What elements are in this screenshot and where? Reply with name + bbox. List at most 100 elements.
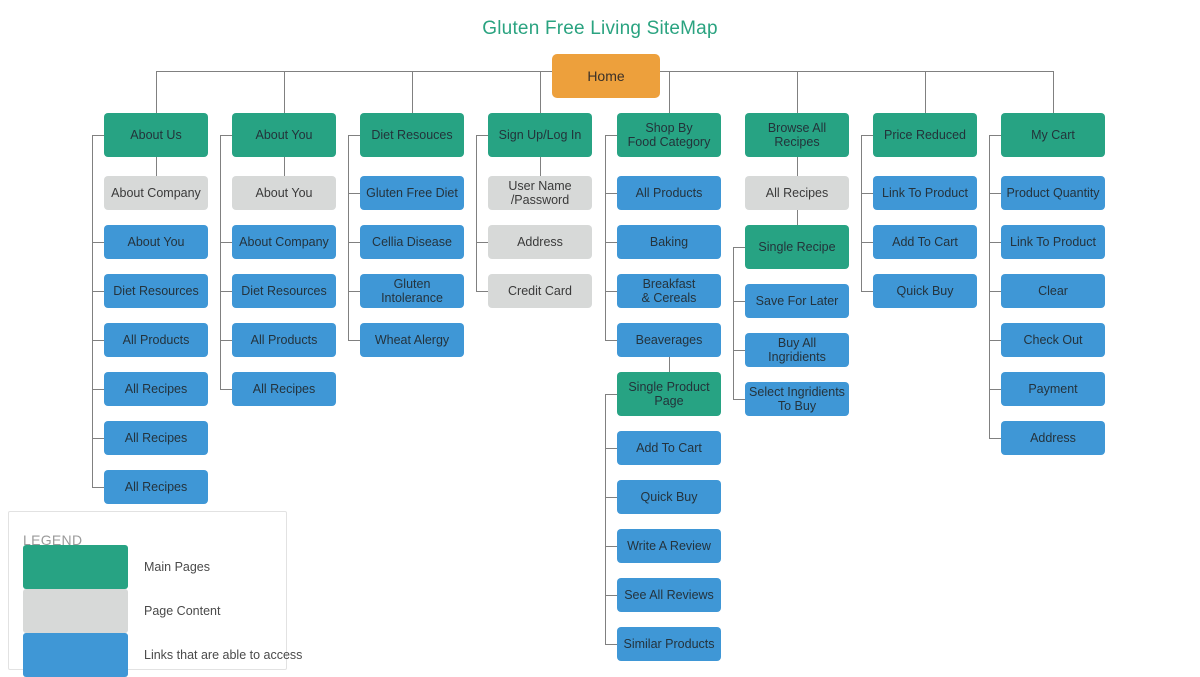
- node-7-1[interactable]: Link To Product: [1001, 225, 1105, 259]
- rail-top-7: [989, 135, 1001, 136]
- node-header-0[interactable]: About Us: [104, 113, 208, 157]
- node-7-5[interactable]: Address: [1001, 421, 1105, 455]
- rail-2: [348, 135, 349, 340]
- node-4-sub-0[interactable]: Add To Cart: [617, 431, 721, 465]
- node-0-4[interactable]: All Recipes: [104, 372, 208, 406]
- node-6-2[interactable]: Quick Buy: [873, 274, 977, 308]
- node-0-0[interactable]: About Company: [104, 176, 208, 210]
- node-2-2[interactable]: Gluten Intolerance: [360, 274, 464, 308]
- node-0-1[interactable]: About You: [104, 225, 208, 259]
- rail-tick-7-2: [989, 291, 1001, 292]
- rail-tick-6-1: [861, 242, 873, 243]
- node-5-sub-1[interactable]: Buy All Ingridients: [745, 333, 849, 367]
- rail-3: [476, 135, 477, 291]
- node-4-sub-3[interactable]: See All Reviews: [617, 578, 721, 612]
- rail-tick-6-0: [861, 193, 873, 194]
- rail-tick-1-1: [220, 242, 232, 243]
- node-4-sub-2[interactable]: Write A Review: [617, 529, 721, 563]
- sub-rail-tick-4-3: [605, 595, 617, 596]
- sub-rail-tick-5-1: [733, 350, 745, 351]
- rail-top-4: [605, 135, 617, 136]
- rail-tick-7-5: [989, 438, 1001, 439]
- rail-7: [989, 135, 990, 438]
- root-stem-6: [925, 71, 926, 113]
- rail-tick-0-3: [92, 340, 104, 341]
- rail-6: [861, 135, 862, 291]
- sub-rail-tick-4-0: [605, 448, 617, 449]
- node-7-2[interactable]: Clear: [1001, 274, 1105, 308]
- node-5-sub-2[interactable]: Select Ingridients To Buy: [745, 382, 849, 416]
- node-4-sub-header[interactable]: Single Product Page: [617, 372, 721, 416]
- rail-1: [220, 135, 221, 389]
- node-3-2[interactable]: Credit Card: [488, 274, 592, 308]
- node-4-3[interactable]: Beaverages: [617, 323, 721, 357]
- node-5-sub-header[interactable]: Single Recipe: [745, 225, 849, 269]
- legend-label: Links that are able to access: [144, 648, 303, 662]
- legend-row: Links that are able to access: [23, 633, 302, 677]
- node-4-2[interactable]: Breakfast & Cereals: [617, 274, 721, 308]
- node-2-3[interactable]: Wheat Alergy: [360, 323, 464, 357]
- node-6-1[interactable]: Add To Cart: [873, 225, 977, 259]
- node-2-0[interactable]: Gluten Free Diet: [360, 176, 464, 210]
- rail-4: [605, 135, 606, 340]
- sub-rail-5: [733, 247, 734, 399]
- node-7-0[interactable]: Product Quantity: [1001, 176, 1105, 210]
- root-stem-0: [156, 71, 157, 113]
- node-header-3[interactable]: Sign Up/Log In: [488, 113, 592, 157]
- node-1-0[interactable]: About You: [232, 176, 336, 210]
- node-3-0[interactable]: User Name /Password: [488, 176, 592, 210]
- node-0-6[interactable]: All Recipes: [104, 470, 208, 504]
- rail-top-1: [220, 135, 232, 136]
- rail-top-0: [92, 135, 104, 136]
- node-7-3[interactable]: Check Out: [1001, 323, 1105, 357]
- rail-tick-2-0: [348, 193, 360, 194]
- node-5-stem-0[interactable]: All Recipes: [745, 176, 849, 210]
- node-1-4[interactable]: All Recipes: [232, 372, 336, 406]
- sub-rail-tick-5-2: [733, 399, 745, 400]
- node-5-sub-0[interactable]: Save For Later: [745, 284, 849, 318]
- node-header-6[interactable]: Price Reduced: [873, 113, 977, 157]
- node-0-3[interactable]: All Products: [104, 323, 208, 357]
- node-header-4[interactable]: Shop By Food Category: [617, 113, 721, 157]
- root-stem-7: [1053, 71, 1054, 113]
- node-4-sub-1[interactable]: Quick Buy: [617, 480, 721, 514]
- node-header-5[interactable]: Browse All Recipes: [745, 113, 849, 157]
- root-stem-2: [412, 71, 413, 113]
- rail-tick-7-1: [989, 242, 1001, 243]
- node-7-4[interactable]: Payment: [1001, 372, 1105, 406]
- stem-5-0: [797, 157, 798, 176]
- sub-rail-top-5: [733, 247, 745, 248]
- rail-tick-6-2: [861, 291, 873, 292]
- rail-tick-0-6: [92, 487, 104, 488]
- node-6-0[interactable]: Link To Product: [873, 176, 977, 210]
- rail-top-6: [861, 135, 873, 136]
- node-1-3[interactable]: All Products: [232, 323, 336, 357]
- rail-tick-2-3: [348, 340, 360, 341]
- node-0-5[interactable]: All Recipes: [104, 421, 208, 455]
- node-0-2[interactable]: Diet Resources: [104, 274, 208, 308]
- node-4-0[interactable]: All Products: [617, 176, 721, 210]
- rail-0: [92, 135, 93, 487]
- rail-tick-0-2: [92, 291, 104, 292]
- rail-tick-4-0: [605, 193, 617, 194]
- node-header-1[interactable]: About You: [232, 113, 336, 157]
- sub-rail-tick-4-2: [605, 546, 617, 547]
- rail-tick-3-2: [476, 291, 488, 292]
- node-home[interactable]: Home: [552, 54, 660, 98]
- rail-tick-4-1: [605, 242, 617, 243]
- stem-1-0: [284, 157, 285, 176]
- sub-stem-4: [669, 357, 670, 372]
- node-2-1[interactable]: Cellia Disease: [360, 225, 464, 259]
- root-stem-5: [797, 71, 798, 113]
- node-4-sub-4[interactable]: Similar Products: [617, 627, 721, 661]
- node-header-2[interactable]: Diet Resouces: [360, 113, 464, 157]
- node-1-2[interactable]: Diet Resources: [232, 274, 336, 308]
- rail-tick-4-3: [605, 340, 617, 341]
- node-1-1[interactable]: About Company: [232, 225, 336, 259]
- node-3-1[interactable]: Address: [488, 225, 592, 259]
- node-4-1[interactable]: Baking: [617, 225, 721, 259]
- node-header-7[interactable]: My Cart: [1001, 113, 1105, 157]
- legend-swatch: [23, 633, 128, 677]
- stem-3-0: [540, 157, 541, 176]
